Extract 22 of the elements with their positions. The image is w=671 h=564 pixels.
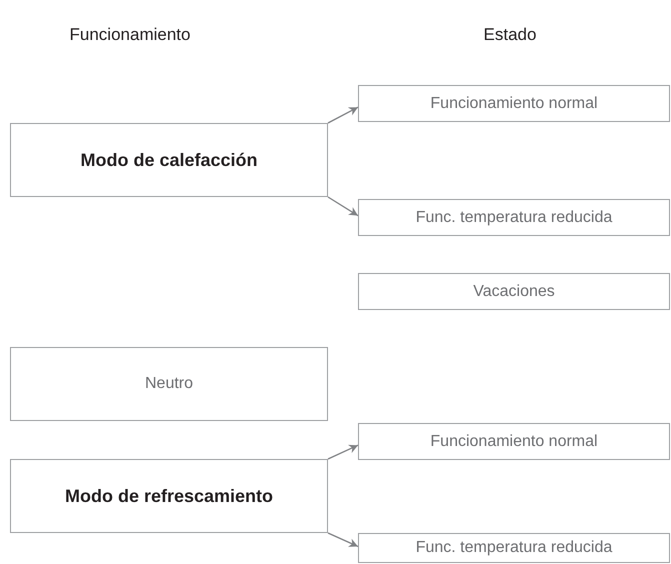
column-heading: Funcionamiento [68, 24, 192, 46]
state-box [10, 347, 328, 421]
state-label: Vacaciones [473, 282, 555, 302]
arrow [328, 196, 358, 216]
mode-box [10, 459, 328, 533]
state-label: Funcionamiento normal [430, 94, 598, 114]
arrow [328, 106, 358, 124]
column-heading: Estado [482, 24, 538, 46]
state-label: Funcionamiento normal [430, 432, 598, 452]
state-box [358, 199, 670, 236]
state-box [358, 423, 670, 460]
mode-box [10, 123, 328, 197]
state-label: Func. temperatura reducida [416, 538, 612, 558]
state-box [358, 273, 670, 310]
mode-label: Modo de calefacción [80, 148, 258, 172]
state-box [358, 85, 670, 122]
arrow [328, 444, 358, 460]
state-label: Neutro [144, 374, 194, 394]
state-label: Func. temperatura reducida [416, 208, 612, 228]
arrow [328, 532, 358, 548]
state-box [358, 533, 670, 563]
mode-label: Modo de refrescamiento [64, 484, 274, 508]
